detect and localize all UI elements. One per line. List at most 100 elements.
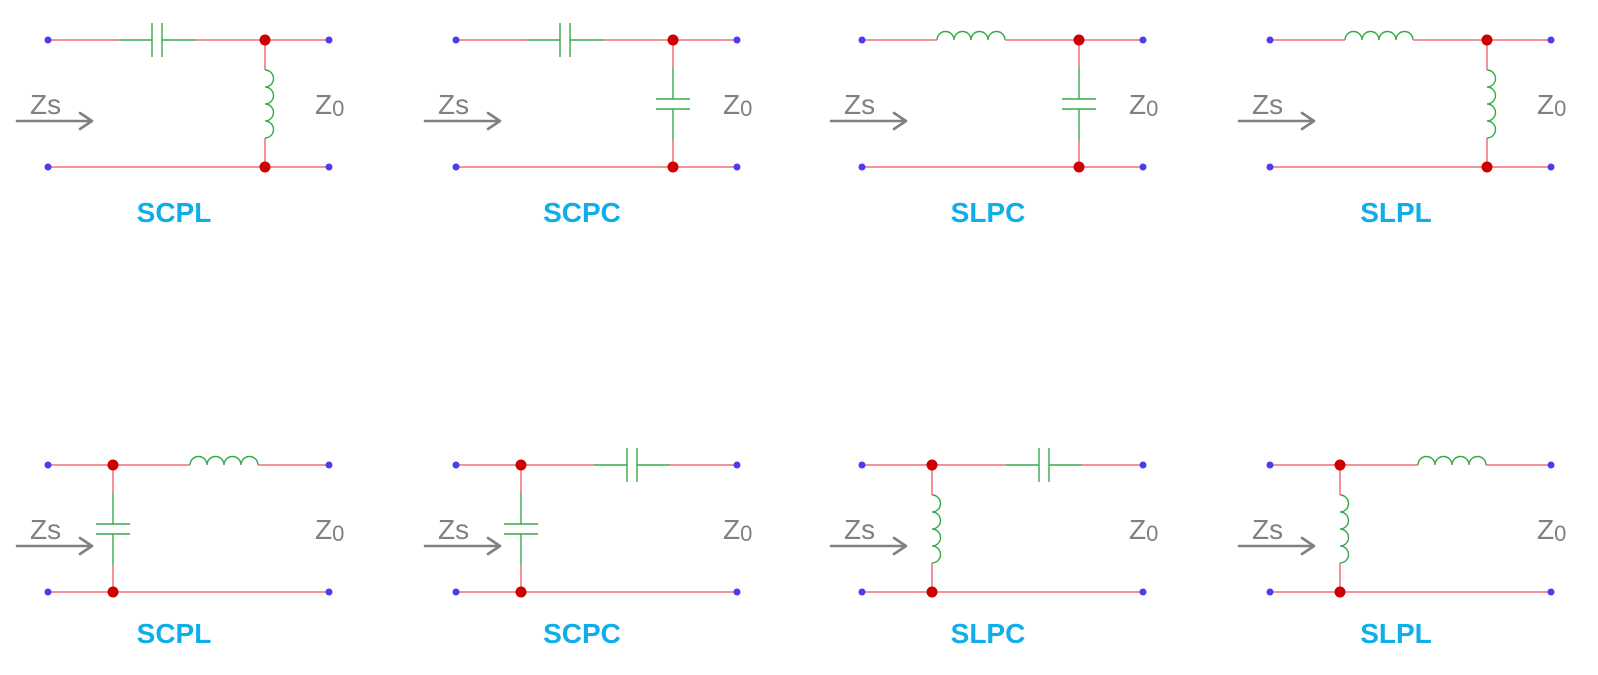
series-inductor-symbol [936,30,1006,41]
junction-dot [1334,459,1346,471]
terminal-dot [733,36,741,44]
shunt-inductor-symbol [931,494,942,564]
junction-dot [107,459,119,471]
terminal-dot [858,163,866,171]
load-impedance-subscript: 0 [1554,521,1566,546]
source-arrow-icon [1237,536,1316,556]
series-inductor-symbol [1344,30,1414,41]
junction-dot [667,161,679,173]
terminal-dot [733,588,741,596]
shunt-inductor-symbol [264,69,275,139]
circuit-title: SCPC [543,618,621,649]
load-impedance-label: Z0 [1537,514,1566,546]
load-impedance-subscript: 0 [740,521,752,546]
shunt-inductor-symbol [1339,494,1350,564]
shunt-capacitor-symbol [656,68,690,140]
load-impedance-label: Z0 [315,89,344,121]
source-arrow-icon [15,111,94,131]
terminal-dot [1139,461,1147,469]
load-impedance-label: Z0 [1129,514,1158,546]
load-impedance-subscript: 0 [740,96,752,121]
junction-dot [259,161,271,173]
terminal-dot [1547,36,1555,44]
terminal-dot [1266,461,1274,469]
terminal-dot [858,588,866,596]
load-impedance-label: Z0 [1537,89,1566,121]
source-impedance-label: Zs [844,89,875,120]
source-arrow-icon [829,111,908,131]
circuit-title: SLPC [951,197,1026,228]
load-impedance-subscript: 0 [1554,96,1566,121]
terminal-dot [452,163,460,171]
terminal-dot [44,163,52,171]
circuit-title: SLPL [1360,197,1432,228]
series-capacitor-symbol [1006,448,1082,482]
load-impedance-symbol: Z [723,514,740,545]
terminal-dot [1139,36,1147,44]
load-impedance-subscript: 0 [332,521,344,546]
terminal-dot [452,36,460,44]
junction-dot [1481,34,1493,46]
circuit-title: SLPL [1360,618,1432,649]
junction-dot [1334,586,1346,598]
source-impedance-label: Zs [30,514,61,545]
junction-dot [1481,161,1493,173]
load-impedance-label: Z0 [723,89,752,121]
load-impedance-symbol: Z [1537,514,1554,545]
source-impedance-label: Zs [1252,514,1283,545]
source-impedance-label: Zs [844,514,875,545]
terminal-dot [733,461,741,469]
load-impedance-label: Z0 [315,514,344,546]
terminal-dot [325,163,333,171]
circuit-title: SCPL [137,618,212,649]
circuit-title: SCPC [543,197,621,228]
terminal-dot [1139,163,1147,171]
terminal-dot [325,588,333,596]
terminal-dot [325,36,333,44]
load-impedance-symbol: Z [315,514,332,545]
circuit-title: SCPL [137,197,212,228]
load-impedance-subscript: 0 [1146,521,1158,546]
series-inductor-symbol [189,455,259,466]
terminal-dot [452,461,460,469]
series-capacitor-symbol [594,448,670,482]
junction-dot [667,34,679,46]
series-inductor-symbol [1417,455,1487,466]
junction-dot [515,586,527,598]
junction-dot [259,34,271,46]
source-impedance-label: Zs [1252,89,1283,120]
series-capacitor-symbol [119,23,195,57]
terminal-dot [44,36,52,44]
junction-dot [926,586,938,598]
shunt-capacitor-symbol [504,493,538,565]
load-impedance-symbol: Z [1537,89,1554,120]
circuit-title: SLPC [951,618,1026,649]
terminal-dot [452,588,460,596]
load-impedance-label: Z0 [1129,89,1158,121]
terminal-dot [44,588,52,596]
junction-dot [926,459,938,471]
terminal-dot [733,163,741,171]
junction-dot [1073,34,1085,46]
source-arrow-icon [829,536,908,556]
terminal-dot [1266,588,1274,596]
shunt-capacitor-symbol [96,493,130,565]
terminal-dot [325,461,333,469]
source-arrow-icon [423,536,502,556]
source-impedance-label: Zs [30,89,61,120]
terminal-dot [1139,588,1147,596]
source-impedance-label: Zs [438,514,469,545]
source-arrow-icon [1237,111,1316,131]
load-impedance-subscript: 0 [332,96,344,121]
terminal-dot [858,36,866,44]
load-impedance-symbol: Z [723,89,740,120]
series-capacitor-symbol [527,23,603,57]
terminal-dot [1547,163,1555,171]
